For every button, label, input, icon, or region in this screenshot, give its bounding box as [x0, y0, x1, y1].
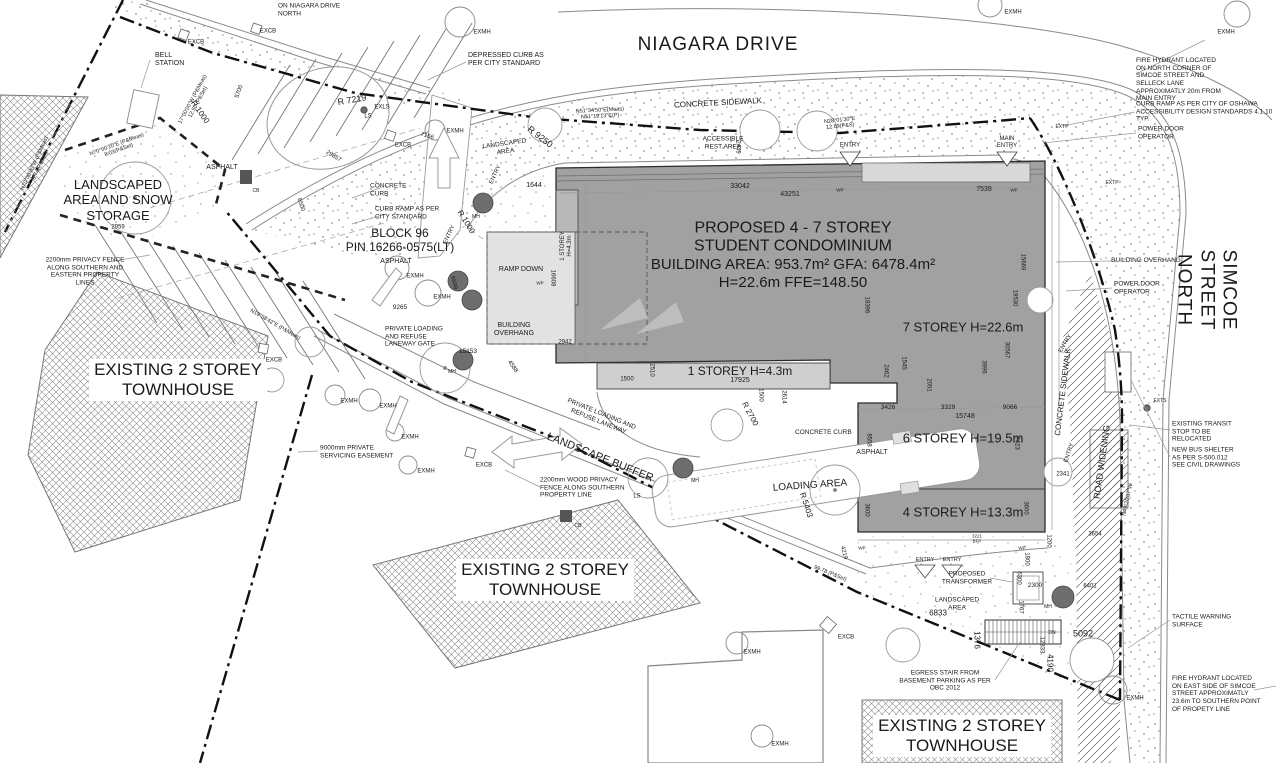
entry-plaza: [861, 162, 1031, 183]
parking-stalls-upper: [231, 22, 473, 161]
entry-plaza-stipple: [472, 166, 562, 230]
townhouse-south: [372, 499, 701, 669]
road-widening-hatch: [1062, 272, 1122, 763]
egress-stair: [984, 619, 1062, 645]
sidewalk-band-stipple: [252, 75, 1180, 763]
transformer-pad: [1012, 571, 1044, 605]
excb-squares: [177, 22, 838, 635]
existing-structure-outline: [647, 629, 824, 763]
townhouse-corner: [0, 94, 89, 259]
dimension-lines: [107, 39, 1277, 691]
privacy-fence-line: [59, 116, 346, 302]
mh-dots: [360, 106, 1151, 609]
parking-stalls-lower: [94, 224, 366, 380]
curb-island: [266, 66, 390, 170]
townhouse-southeast: [861, 699, 1063, 763]
ramp-area: [486, 231, 576, 345]
one-storey-strip: [596, 362, 831, 390]
loading-bay: [651, 428, 981, 528]
tree-circles: [98, 107, 1115, 683]
exmh-circles: [324, 0, 1251, 748]
landscaped-snow-stipple: [62, 118, 225, 240]
bell-station-box: [126, 89, 160, 129]
south-yard-stipple: [856, 536, 1078, 688]
ramp-arrow-1: [600, 298, 648, 330]
ramp-arrow-2: [636, 302, 684, 334]
townhouse-west: [27, 271, 269, 553]
entry-triangles: [839, 151, 1018, 579]
cb-square-2: [560, 510, 572, 522]
overhang-dashed: [486, 231, 648, 345]
flow-arrows: [371, 126, 583, 469]
cb-square-1: [240, 170, 252, 184]
